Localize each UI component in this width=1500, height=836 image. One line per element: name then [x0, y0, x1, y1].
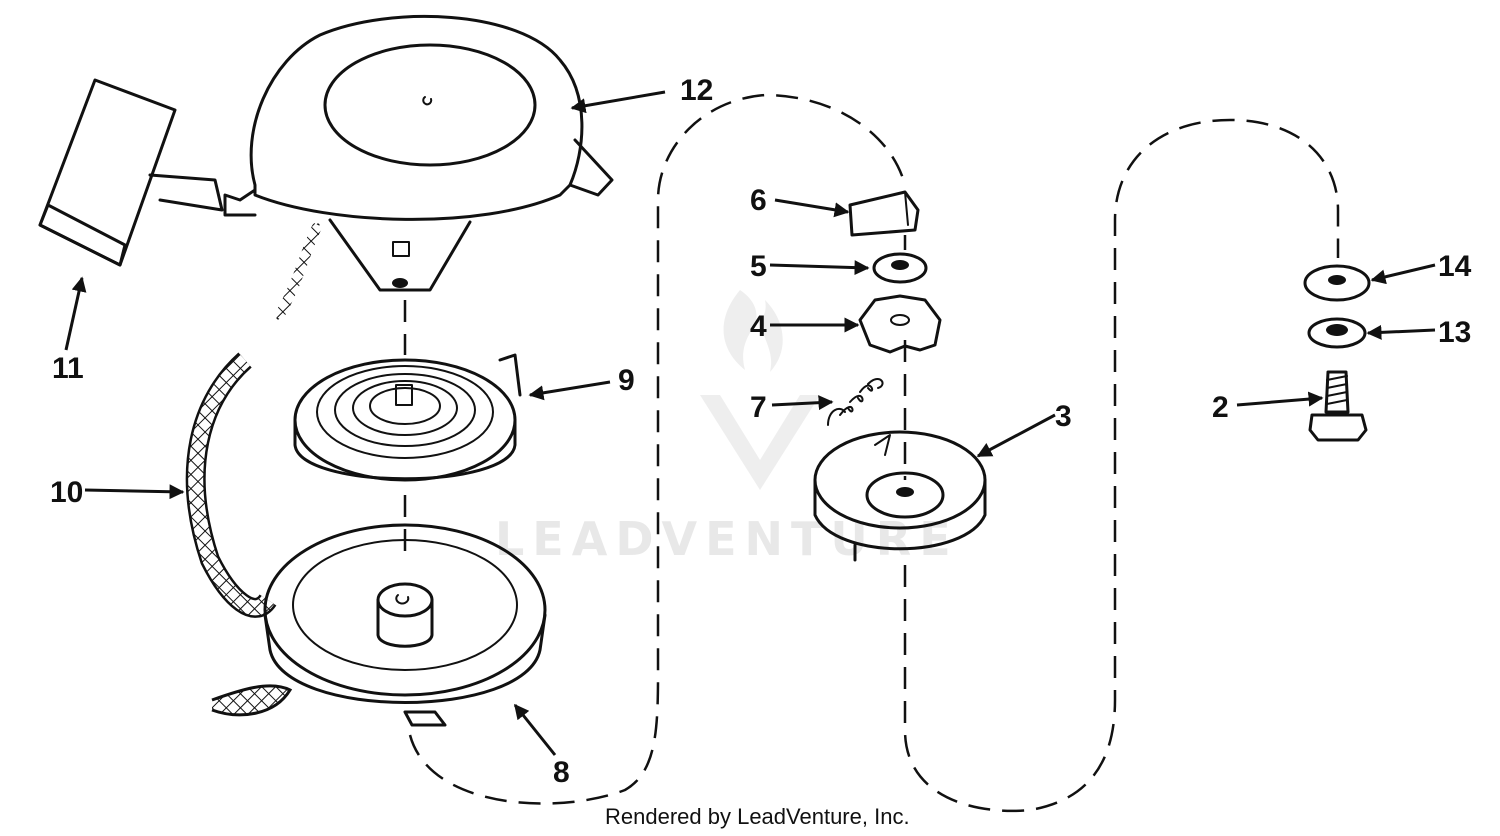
cam-cup [813, 430, 987, 562]
callout-labels: 12 11 9 10 8 6 5 4 7 3 14 13 2 [50, 74, 1472, 789]
callout-11: 11 [52, 352, 84, 385]
callout-7: 7 [750, 391, 767, 424]
callout-14: 14 [1438, 250, 1472, 283]
callout-8: 8 [553, 756, 570, 789]
pawl [848, 190, 920, 237]
callout-10: 10 [50, 476, 83, 509]
watermark-text: LEADVENTURE [495, 512, 959, 566]
credit-text: Rendered by LeadVenture, Inc. [605, 804, 910, 829]
washer-14 [1303, 264, 1371, 302]
callout-3: 3 [1055, 400, 1072, 433]
callout-12: 12 [680, 74, 713, 107]
starter-rope [185, 352, 293, 717]
callout-arrows [64, 90, 1436, 756]
callout-6: 6 [750, 184, 767, 217]
pawl-spring [827, 378, 884, 426]
retainer [858, 294, 942, 354]
starter-housing [223, 14, 614, 321]
rope-pulley [263, 523, 547, 727]
callout-5: 5 [750, 250, 767, 283]
callout-2: 2 [1212, 391, 1229, 424]
washer-5 [872, 252, 928, 284]
lock-washer-13 [1307, 317, 1367, 349]
watermark: LEADVENTURE [495, 290, 959, 566]
callout-4: 4 [750, 310, 767, 343]
callout-9: 9 [618, 364, 635, 397]
starter-handle [38, 78, 224, 267]
assembly-path-lines [403, 93, 1340, 813]
watermark-logo-icon [700, 290, 820, 490]
recoil-spring [293, 353, 522, 482]
callout-13: 13 [1438, 316, 1471, 349]
bolt [1308, 370, 1368, 442]
